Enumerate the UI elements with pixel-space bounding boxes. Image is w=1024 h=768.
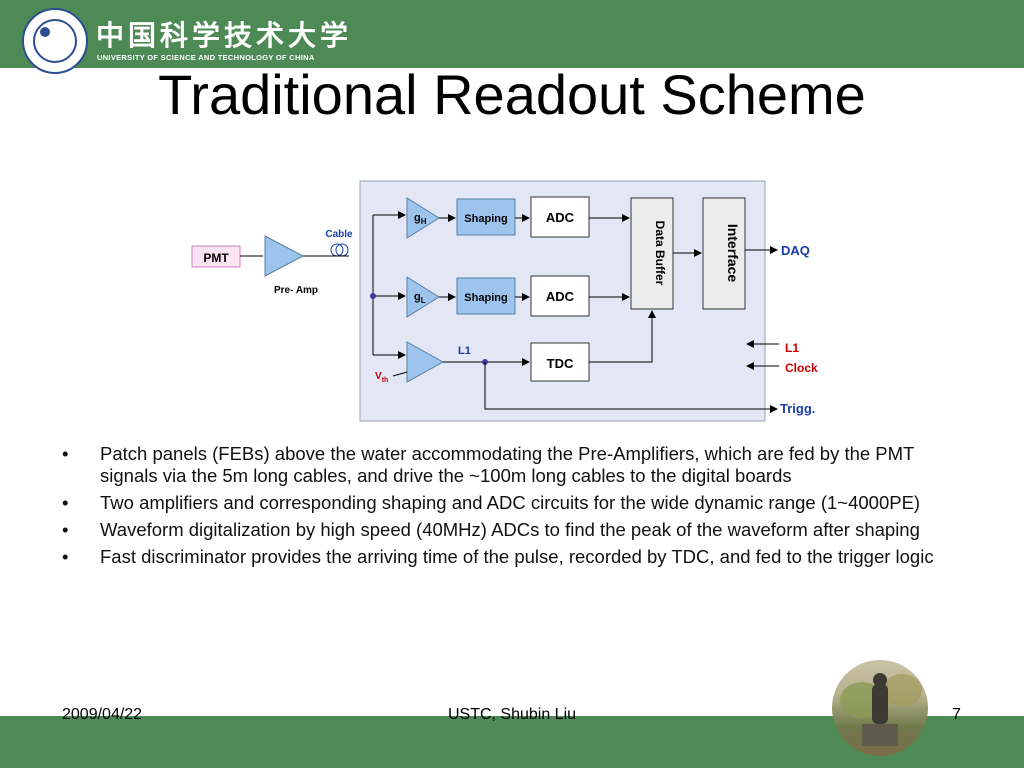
- interface-box: [702, 197, 746, 310]
- data-buffer-box: [630, 197, 674, 310]
- bullet-marker: •: [62, 546, 69, 567]
- logo-emblem: [40, 27, 50, 37]
- discriminator-triangle: [406, 341, 445, 383]
- shaping-top-label: Shaping: [464, 213, 507, 225]
- header-band: [0, 0, 1024, 68]
- cable-loop-1: [330, 243, 344, 257]
- gh-label: gH: [414, 212, 427, 226]
- vth-wire: [392, 371, 408, 377]
- university-logo: [22, 8, 88, 74]
- gl-label: gL: [414, 291, 426, 305]
- footer-page-number: 7: [952, 706, 961, 723]
- bus-junction-dot: [370, 293, 376, 299]
- vth-label: Vth: [375, 371, 388, 384]
- bullet-marker: •: [62, 519, 69, 540]
- l1-input-label: L1: [785, 341, 799, 355]
- bullet-text: Two amplifiers and corresponding shaping…: [100, 492, 921, 513]
- preamp-label: Pre- Amp: [274, 285, 318, 296]
- adc-bottom-box: [530, 275, 590, 317]
- adc-bottom-label: ADC: [546, 289, 575, 304]
- tdc-to-buffer-arrow: [589, 310, 656, 363]
- cable-label: Cable: [325, 229, 353, 240]
- gl-amplifier: [406, 276, 440, 318]
- tdc-label: TDC: [547, 356, 574, 371]
- logo-ring: [33, 19, 77, 63]
- university-name-english: UNIVERSITY OF SCIENCE AND TECHNOLOGY OF …: [97, 53, 315, 62]
- l1-mid-label: L1: [458, 345, 471, 357]
- adc-top-box: [530, 196, 590, 238]
- preamp-triangle: [264, 235, 305, 277]
- shaping-bottom-label: Shaping: [464, 292, 507, 304]
- bullet-text: Fast discriminator provides the arriving…: [100, 546, 934, 567]
- footer-date: 2009/04/22: [62, 706, 143, 723]
- shaping-top-box: [456, 198, 516, 236]
- clock-input-label: Clock: [785, 361, 818, 375]
- daq-label: DAQ: [781, 243, 810, 258]
- shaping-bottom-box: [456, 277, 516, 315]
- slide-title: Traditional Readout Scheme: [158, 63, 866, 126]
- bullet-marker: •: [62, 492, 69, 513]
- cable-loop-2: [335, 243, 349, 257]
- university-name-chinese: 中国科学技术大学: [96, 19, 353, 52]
- data-buffer-label: Data Buffer: [653, 221, 667, 286]
- bullet-text: Waveform digitalization by high speed (4…: [100, 519, 920, 540]
- bullet-item: • Fast discriminator provides the arrivin…: [62, 546, 957, 568]
- bullet-list: • Patch panels (FEBs) above the water acc…: [62, 443, 957, 573]
- bullet-item: • Patch panels (FEBs) above the water acc…: [62, 443, 957, 487]
- statue-figure: [840, 673, 922, 746]
- readout-diagram: PMT Pre- Amp Cable gH gL Shaping Shaping…: [191, 180, 818, 422]
- statue-photo: [832, 660, 928, 756]
- bullet-item: • Waveform digitalization by high speed (…: [62, 519, 957, 541]
- gh-amplifier: [406, 197, 440, 239]
- trigger-out-arrow: [484, 362, 778, 413]
- pmt-label: PMT: [203, 251, 229, 265]
- trigg-label: Trigg.: [780, 401, 815, 416]
- bullet-marker: •: [62, 443, 69, 464]
- footer-author: USTC, Shubin Liu: [447, 706, 577, 723]
- adc-top-label: ADC: [546, 210, 575, 225]
- interface-label: Interface: [725, 224, 741, 283]
- bullet-text: Patch panels (FEBs) above the water acco…: [100, 443, 915, 486]
- bullet-item: • Two amplifiers and corresponding shapin…: [62, 492, 957, 514]
